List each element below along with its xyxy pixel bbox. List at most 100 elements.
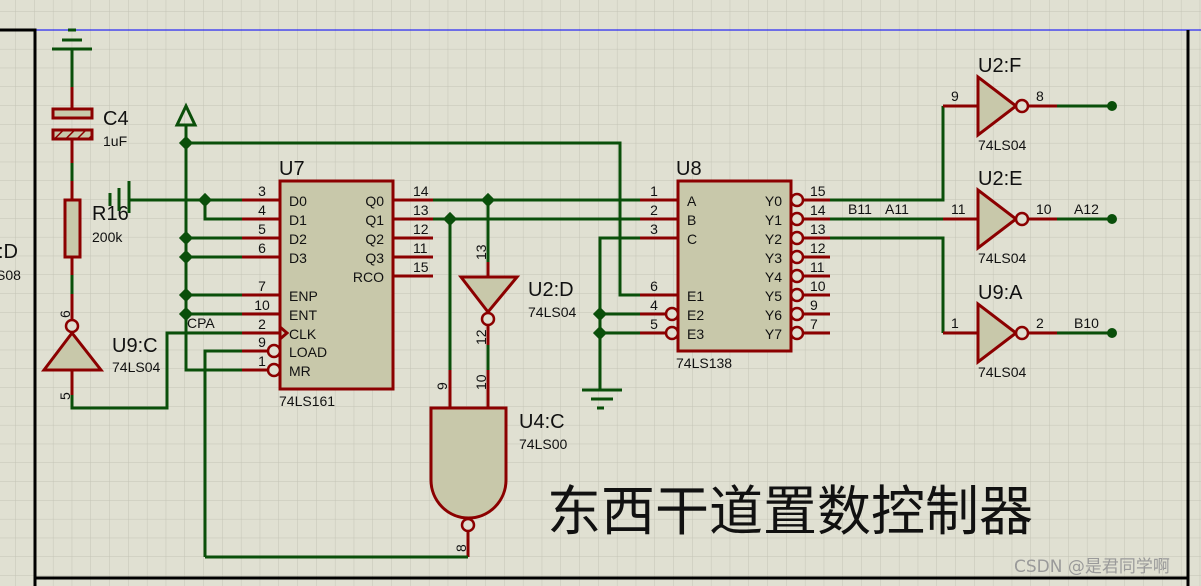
pin-name-mr: MR xyxy=(289,363,311,379)
pin-name-q1: Q1 xyxy=(365,212,384,228)
pin-name-e3: E3 xyxy=(687,326,704,342)
inverter-u9a[interactable] xyxy=(976,300,1030,366)
pin-number-in: 9 xyxy=(951,88,959,104)
u2d-ref: U2:D xyxy=(528,279,574,301)
inverted-pin-bubble xyxy=(789,192,805,208)
pin-number: 3 xyxy=(258,183,266,199)
junction-dot xyxy=(178,249,194,265)
ground-symbol-left xyxy=(108,181,131,213)
pin-number: 14 xyxy=(810,202,826,218)
pin-number: 3 xyxy=(650,221,658,237)
pin-number-out: 8 xyxy=(1036,88,1044,104)
nand-gate-u4c[interactable] xyxy=(429,406,508,520)
net-label-a11: A11 xyxy=(885,201,909,217)
pin-number: 4 xyxy=(258,202,266,218)
resistor-r16[interactable] xyxy=(63,198,82,259)
pin-name-a: A xyxy=(687,193,697,209)
pin-number: 11 xyxy=(810,259,825,275)
ic-u8[interactable] xyxy=(676,179,793,353)
wire-clk xyxy=(70,331,242,410)
junction-dot xyxy=(178,306,194,322)
pin-name-y1: Y1 xyxy=(765,212,782,228)
u9c-pin-in: 5 xyxy=(57,392,73,400)
pin-name-q0: Q0 xyxy=(365,193,384,209)
u2d-pin-out: 12 xyxy=(473,329,489,345)
u4c-pin-out: 8 xyxy=(453,544,469,552)
u4c-pin-a: 9 xyxy=(434,382,450,390)
pin-number: 4 xyxy=(650,297,658,313)
gate-body xyxy=(976,73,1019,139)
terminal-dot xyxy=(1107,101,1117,111)
value-label: 74LS04 xyxy=(978,250,1026,266)
sheet-border xyxy=(0,28,1201,586)
value-label: 74LS04 xyxy=(978,364,1026,380)
pin-number: 1 xyxy=(650,183,658,199)
pin-name-q3: Q3 xyxy=(365,250,384,266)
u4c-ref: U4:C xyxy=(519,411,565,433)
watermark: CSDN @是君同学啊 xyxy=(1014,557,1170,577)
inverter-u2f[interactable] xyxy=(976,73,1030,139)
inverted-pin-bubble xyxy=(789,230,805,246)
pin-name-d3: D3 xyxy=(289,250,307,266)
pin-number: 9 xyxy=(258,334,266,350)
terminal-dot xyxy=(1107,214,1117,224)
ic-u7[interactable] xyxy=(278,179,395,391)
junction-dot xyxy=(178,135,194,151)
pin-name-e2: E2 xyxy=(687,307,704,323)
pin-number-in: 1 xyxy=(951,315,959,331)
pin-number: 5 xyxy=(258,221,266,237)
partial-ref: :D xyxy=(0,241,18,263)
output-bubble xyxy=(1014,325,1030,341)
junction-dot xyxy=(480,192,496,208)
gate-body xyxy=(976,186,1019,252)
r16-value: 200k xyxy=(92,229,123,245)
capacitor-c4[interactable] xyxy=(51,107,94,141)
ref-label: U2:E xyxy=(978,168,1022,190)
junction-dot xyxy=(178,230,194,246)
pin-name-y5: Y5 xyxy=(765,288,782,304)
pin-name-c: C xyxy=(687,231,697,247)
pin-number: 10 xyxy=(810,278,826,294)
pin-number-in: 11 xyxy=(951,201,966,217)
u4c-pin-b: 10 xyxy=(473,374,489,390)
pin-name-d2: D2 xyxy=(289,231,307,247)
inverter-u2d[interactable] xyxy=(457,275,521,327)
pin-number: 13 xyxy=(413,202,429,218)
u4c-value: 74LS00 xyxy=(519,436,567,452)
gate-body xyxy=(976,300,1019,366)
pin-number: 10 xyxy=(254,297,270,313)
pin-name-b: B xyxy=(687,212,696,228)
inverted-pin-bubble xyxy=(789,268,805,284)
pin-number-out: 10 xyxy=(1036,201,1052,217)
pin-name-y3: Y3 xyxy=(765,250,782,266)
inverted-pin-bubble xyxy=(266,362,282,378)
junction-dot xyxy=(178,287,194,303)
ground-symbol-u8 xyxy=(582,388,622,410)
u9c-pin-out: 6 xyxy=(57,310,73,318)
pin-number: 15 xyxy=(810,183,826,199)
net-label: B10 xyxy=(1074,315,1099,331)
inverted-pin-bubble xyxy=(789,249,805,265)
u8-ref: U8 xyxy=(676,158,702,180)
u8-value: 74LS138 xyxy=(676,355,732,371)
output-bubble xyxy=(1014,98,1030,114)
pin-name-load: LOAD xyxy=(289,344,327,360)
pin-name-e1: E1 xyxy=(687,288,704,304)
inverted-pin-bubble xyxy=(664,306,680,322)
pin-number: 1 xyxy=(258,353,266,369)
partial-value: S08 xyxy=(0,267,21,283)
net-label-b11: B11 xyxy=(848,201,872,217)
junction-dot xyxy=(197,192,213,208)
u2d-value: 74LS04 xyxy=(528,304,576,320)
u7-ref: U7 xyxy=(279,158,305,180)
net-label-cpa: CPA xyxy=(187,315,215,331)
inverted-pin-bubble xyxy=(789,306,805,322)
inverter-u2e[interactable] xyxy=(976,186,1030,252)
pin-name-y2: Y2 xyxy=(765,231,782,247)
pin-number: 9 xyxy=(810,297,818,313)
u9c-value: 74LS04 xyxy=(112,359,160,375)
pin-number: 5 xyxy=(650,316,658,332)
value-label: 74LS04 xyxy=(978,137,1026,153)
diagram-title: 东西干道置数控制器 xyxy=(547,480,1033,543)
